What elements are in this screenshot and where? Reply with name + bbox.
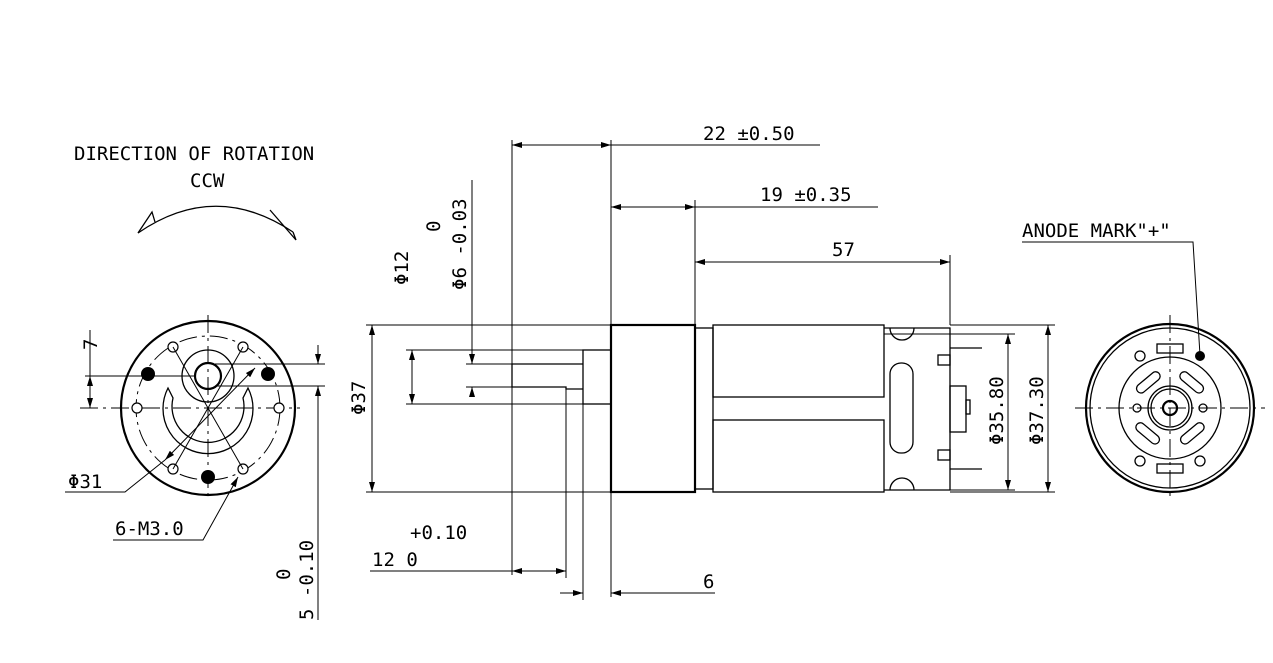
dim-total-length: 22 ±0.50 (703, 123, 795, 145)
anode-mark-label: ANODE MARK"+" (1022, 220, 1171, 242)
diameter-dimensions (366, 180, 1055, 493)
dim-shaft-diameter: Φ6 -0.03 (449, 198, 471, 290)
rotation-title: DIRECTION OF ROTATION (74, 143, 314, 165)
dim-gearbox-length: 19 ±0.35 (760, 184, 852, 206)
top-dimensions (511, 140, 951, 597)
dim-shaft-length: 12 0 (372, 549, 418, 571)
gearbox-end-view (65, 315, 325, 620)
dim-shaft-length-tol: +0.10 (410, 522, 467, 544)
rotation-arrow-icon (137, 205, 297, 241)
motor-end-view (1022, 241, 1265, 500)
dim-motor-diameter-inner: Φ35.80 (986, 376, 1008, 445)
rotation-direction: CCW (190, 170, 225, 192)
dim-hub-diameter: Φ12 (391, 251, 413, 285)
dim-flat-height: 5 -0.10 (296, 540, 318, 620)
dim-motor-length: 57 (832, 239, 855, 261)
bottom-dimensions (370, 389, 715, 600)
dim-gearbox-diameter: Φ37 (348, 381, 370, 415)
dim-flat-height-tol: 0 (273, 569, 295, 580)
motor-side-view (511, 323, 982, 494)
dim-shaft-diameter-tol: 0 (423, 221, 445, 232)
dim-shaft-offset: 7 (80, 339, 102, 350)
dim-mount-holes: 6-M3.0 (115, 518, 184, 540)
dim-hub-length: 6 (703, 571, 714, 593)
dim-motor-diameter-outer: Φ37.30 (1026, 376, 1048, 445)
dim-bolt-circle: Φ31 (68, 471, 102, 493)
